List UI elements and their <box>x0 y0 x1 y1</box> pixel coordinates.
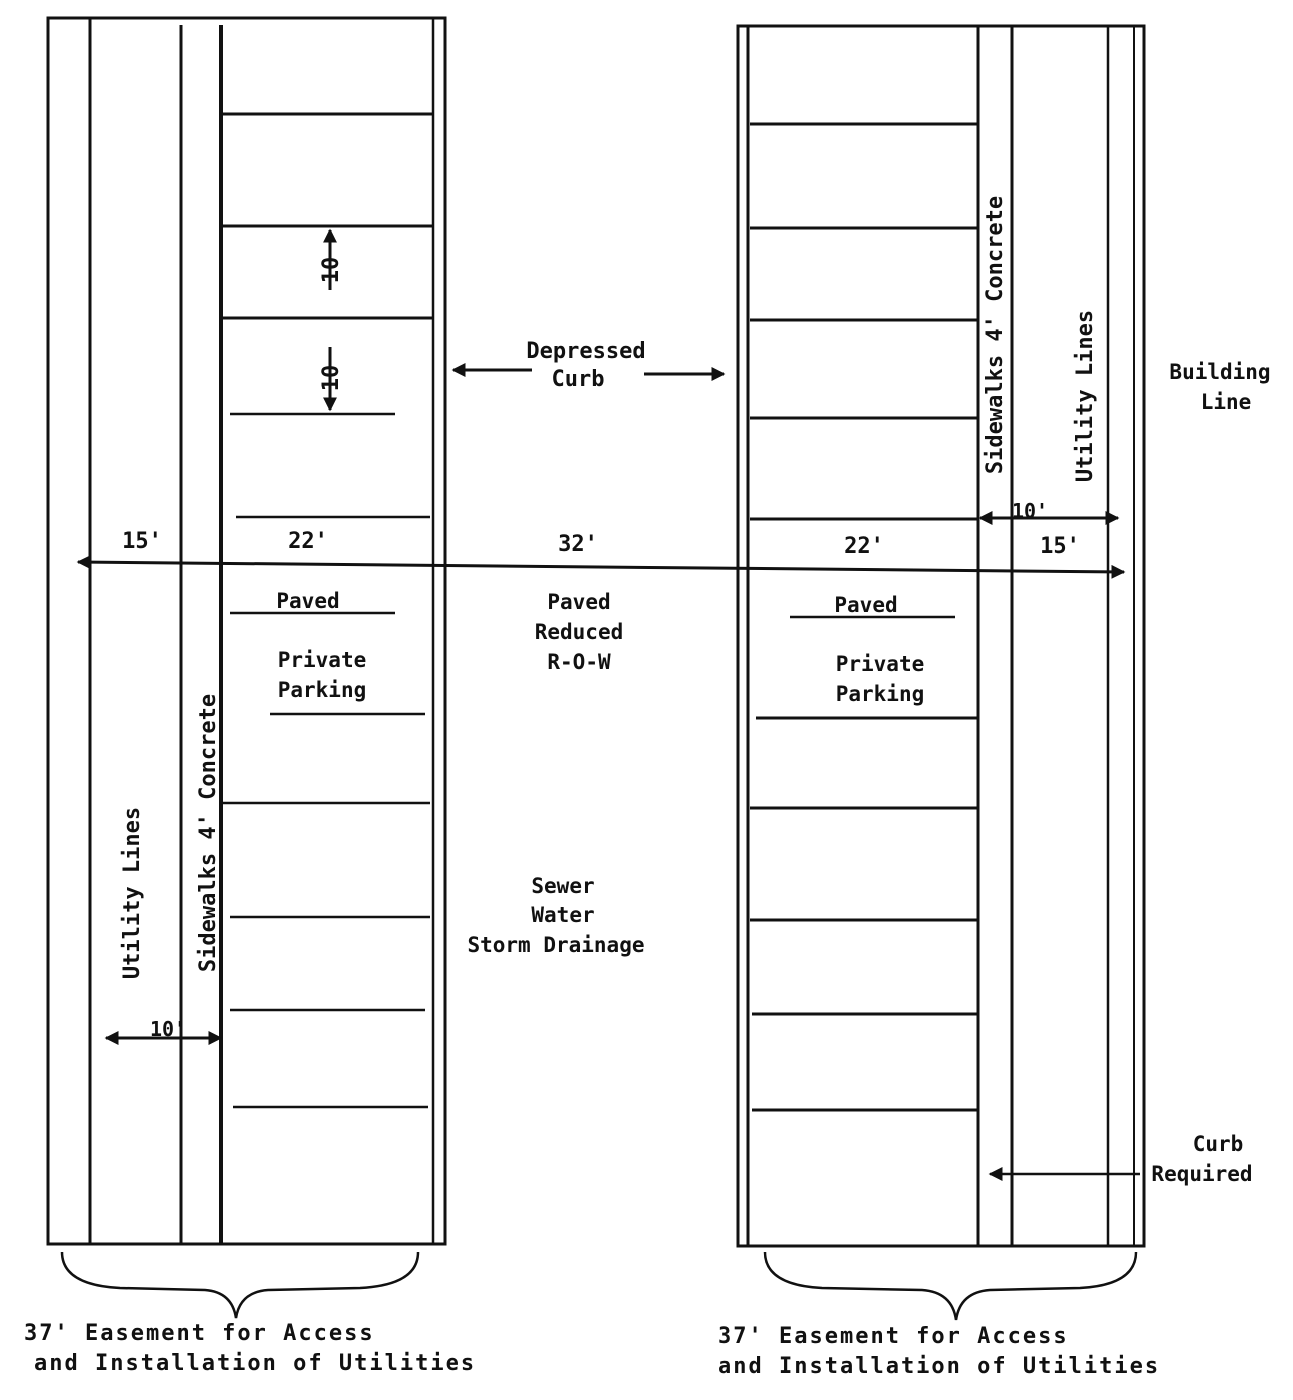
center-32ft-dimension-label: 32' <box>558 532 598 557</box>
sewer-label: Sewer <box>531 874 594 898</box>
left-22ft-dimension-label: 22' <box>288 529 328 554</box>
left-15ft-dimension-label: 15' <box>122 529 162 554</box>
depressed-curb-label-line1: Depressed <box>526 339 645 364</box>
right-easement-label-line1: 37' Easement for Access <box>718 1324 1069 1349</box>
left-10ft-dimension-label: 10' <box>150 1017 186 1041</box>
left-paved-label: Paved <box>276 589 339 613</box>
curb-required-label-line1: Curb <box>1193 1132 1244 1156</box>
building-line-label-line2: Line <box>1201 390 1252 414</box>
center-reduced-label: Reduced <box>535 620 624 644</box>
left-utility-lines-label: Utility Lines <box>120 807 145 979</box>
right-utility-lines-label: Utility Lines <box>1073 310 1098 482</box>
storm-drainage-label: Storm Drainage <box>467 933 644 957</box>
right-parking-stall-lines <box>750 122 978 1112</box>
stall-dimension-label: 10 <box>319 365 344 392</box>
left-private-label: Private <box>278 648 367 672</box>
right-sidewalk-label: Sidewalks 4' Concrete <box>983 196 1008 474</box>
right-strip-outline <box>736 24 1146 1248</box>
stall-dimension-label: 10 <box>319 257 344 284</box>
right-private-label: Private <box>836 652 925 676</box>
left-sidewalk-label: Sidewalks 4' Concrete <box>196 694 221 972</box>
right-10ft-dimension-label: 10' <box>1012 499 1048 523</box>
left-parking-stall-lines <box>223 112 433 1109</box>
right-paved-label: Paved <box>834 593 897 617</box>
right-parking-label: Parking <box>836 682 925 706</box>
right-parking-strip: Sidewalks 4' Concrete Utility Lines 10' … <box>736 24 1146 1248</box>
left-parking-strip: 10 10 Utility Lines Sidewalks 4' Concret… <box>46 16 447 1246</box>
right-15ft-dimension-label: 15' <box>1040 534 1080 559</box>
left-easement-label-line2: and Installation of Utilities <box>34 1351 476 1376</box>
width-dimensions: 15' 22' 32' 22' 15' <box>76 529 1126 579</box>
right-easement-label-line2: and Installation of Utilities <box>718 1354 1160 1379</box>
right-easement-brace <box>763 1251 1138 1321</box>
center-paved-label: Paved <box>547 590 610 614</box>
left-easement-brace <box>60 1251 420 1319</box>
overall-width-dimension-arrow <box>76 555 1126 579</box>
water-label: Water <box>531 903 594 927</box>
curb-required-label-line2: Required <box>1151 1162 1252 1186</box>
right-22ft-dimension-label: 22' <box>844 534 884 559</box>
left-parking-label: Parking <box>278 678 367 702</box>
left-easement-label-line1: 37' Easement for Access <box>24 1321 375 1346</box>
center-labels: Depressed Curb Paved Reduced R-O-W Sewer… <box>451 339 726 957</box>
building-line-label-line1: Building <box>1169 360 1270 384</box>
left-strip-outline <box>46 16 447 1246</box>
depressed-curb-label-line2: Curb <box>552 367 605 392</box>
center-row-label: R-O-W <box>547 650 611 674</box>
